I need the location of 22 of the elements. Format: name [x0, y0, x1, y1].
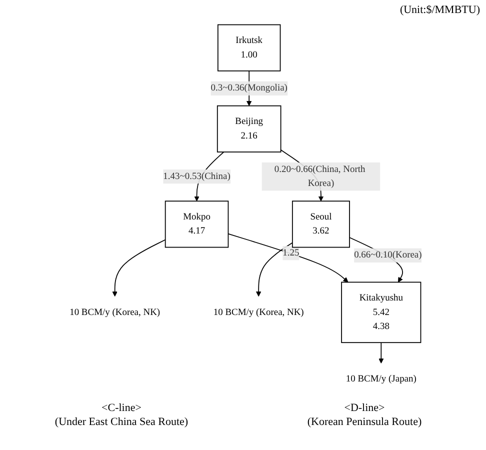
route-name: <C-line>	[100, 402, 142, 414]
node-box: Irkutsk 1.00	[217, 24, 281, 72]
node-text: 10 BCM/y (Korea, NK)	[213, 307, 304, 318]
edge-label: 1.43~0.53(China)	[163, 171, 230, 182]
unit-note: (Unit:$/MMBTU)	[400, 4, 480, 16]
arrow	[228, 233, 348, 282]
route-note: (Under East China Sea Route)	[54, 416, 190, 428]
edge-label: 0.20~0.66(China, North Korea)	[274, 164, 366, 188]
node-text: 10 BCM/y (Japan)	[346, 374, 416, 384]
node-box: Beijing 2.16	[216, 105, 282, 152]
edge-label: 0.3~0.36(Mongolia)	[210, 83, 288, 94]
arrow	[112, 239, 166, 297]
node-text: 10 BCM/y (Korea, NK)	[70, 307, 160, 318]
route-name: <D-line>	[343, 402, 386, 414]
edge-label: 1.25	[282, 248, 300, 258]
edge-label: 0.66~0.10(Korea)	[354, 250, 422, 260]
arrow	[256, 242, 293, 297]
node-box: Kitakyushu 5.42 4.38	[341, 282, 422, 344]
node-box: Seoul 3.62	[292, 200, 350, 248]
route-note: (Korean Peninsula Route)	[306, 416, 423, 428]
node-box: Mokpo 4.17	[164, 200, 229, 248]
arrow	[378, 342, 384, 364]
